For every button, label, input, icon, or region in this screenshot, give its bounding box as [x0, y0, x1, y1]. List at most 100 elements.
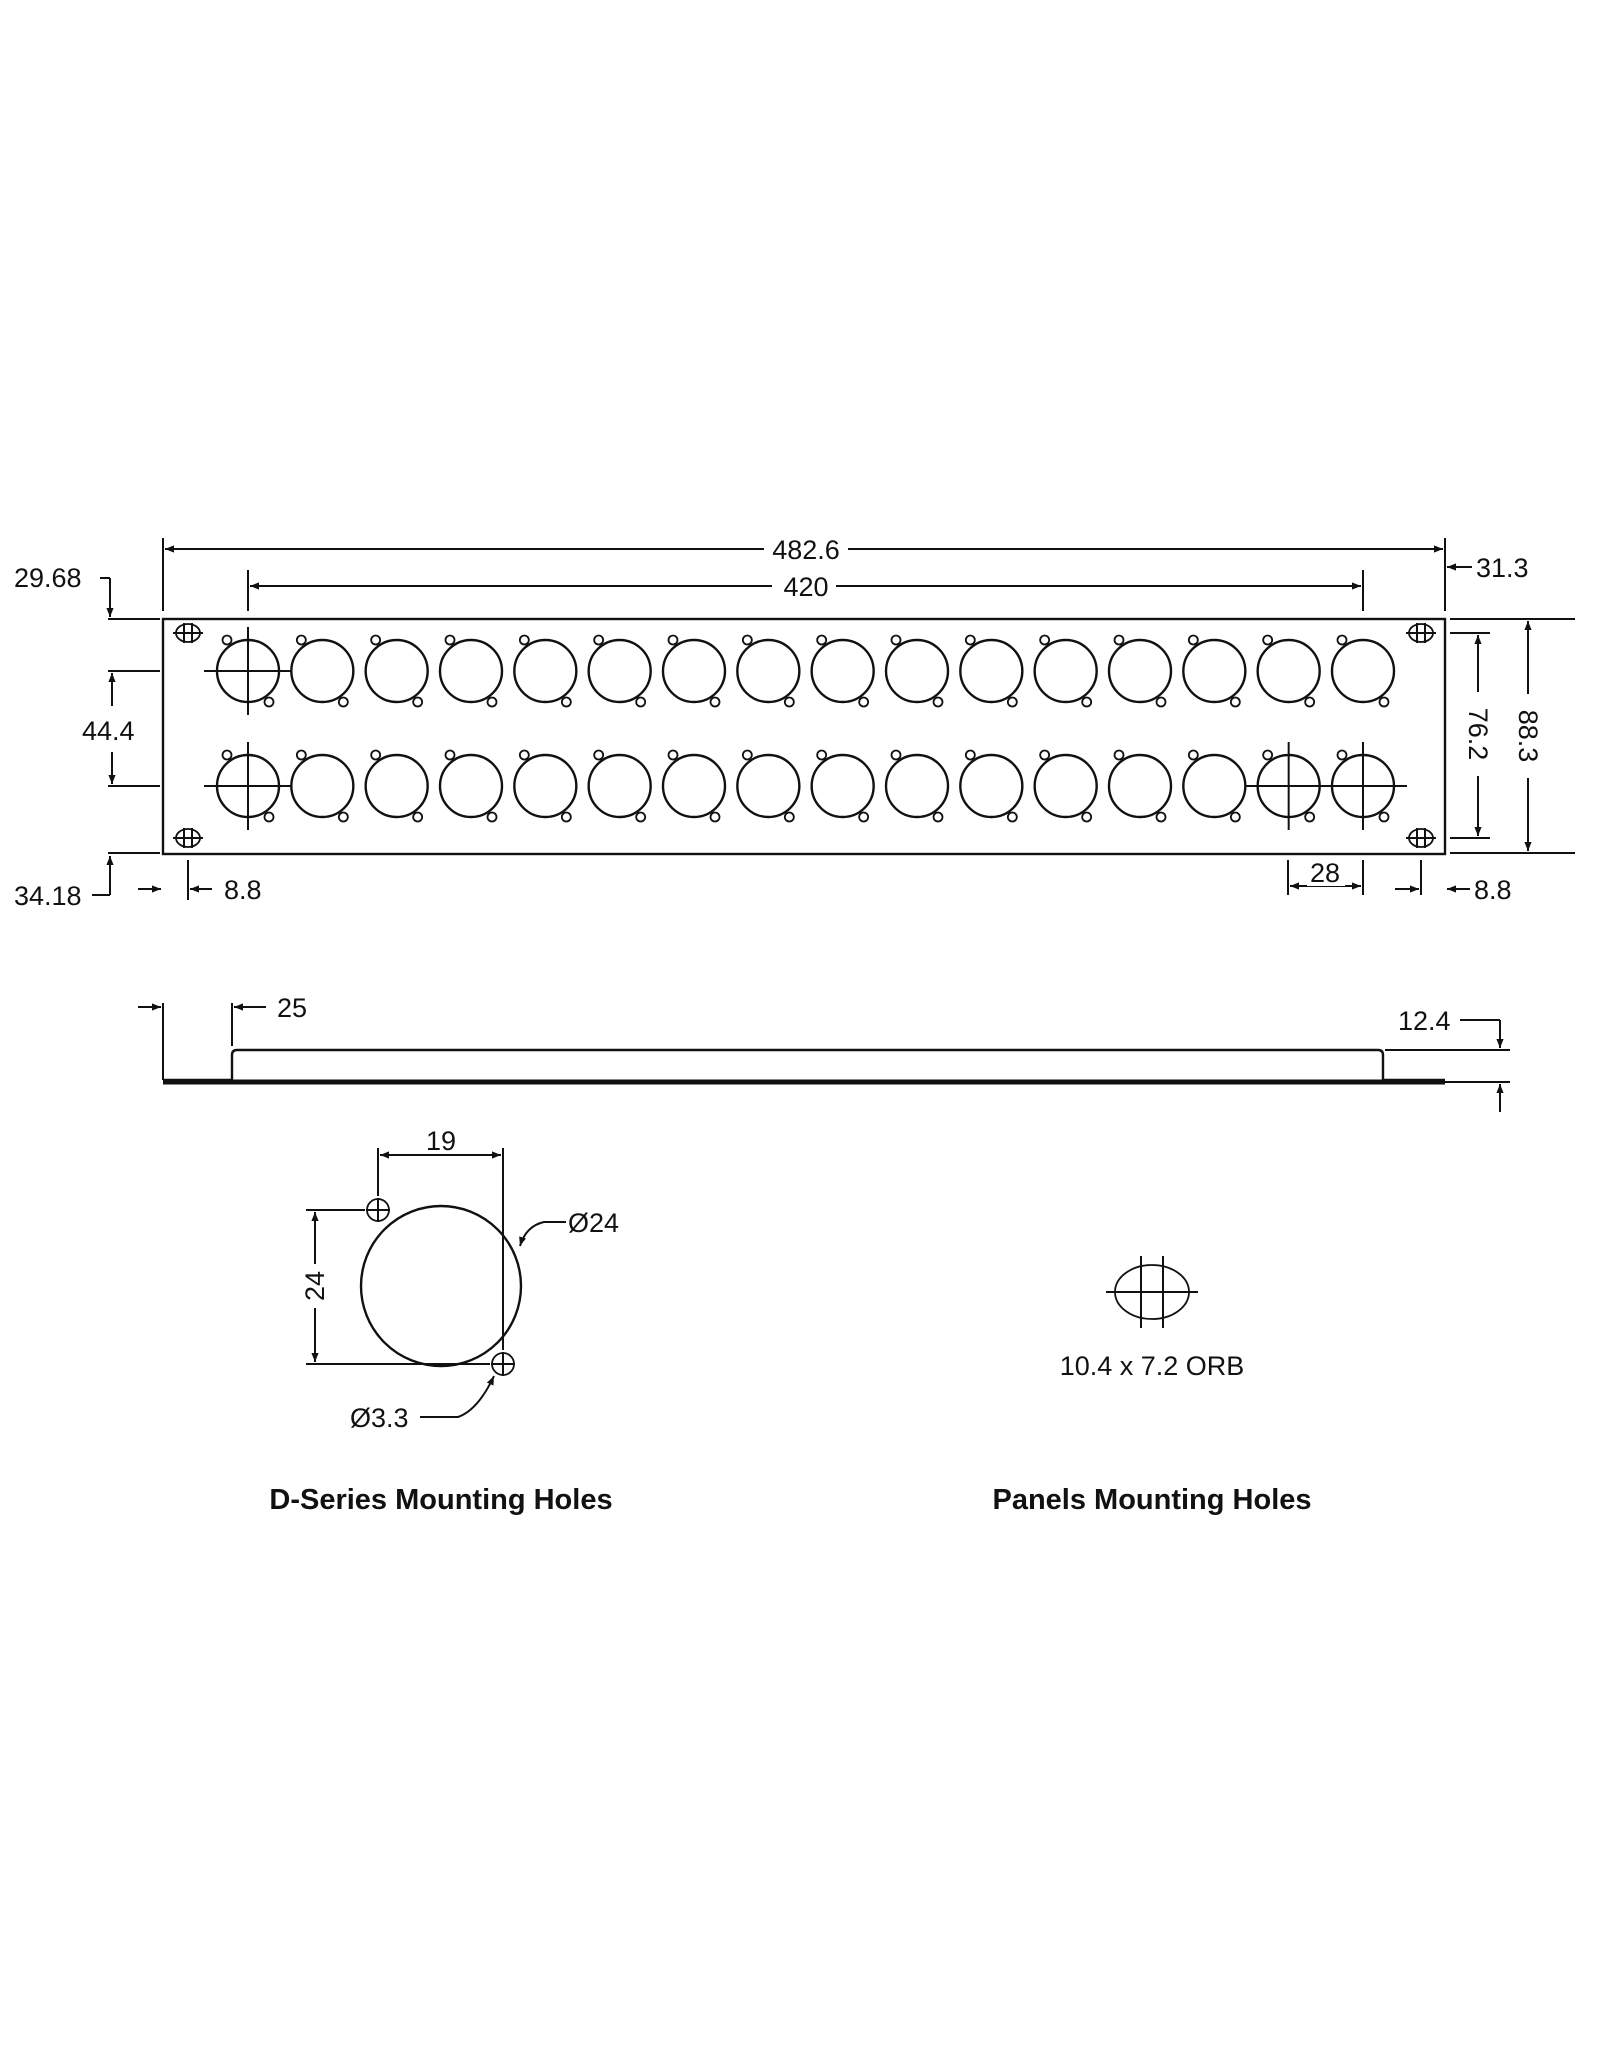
- connector-hole: [1033, 753, 1098, 819]
- screw-hole: [890, 749, 902, 761]
- screw-hole: [667, 634, 679, 646]
- side-profile: [163, 1048, 1445, 1082]
- screw-hole: [1304, 811, 1316, 823]
- slot-top-left: [173, 623, 203, 643]
- connector-hole: [1107, 638, 1173, 704]
- screw-hole: [1039, 634, 1051, 646]
- screw-hole: [1155, 696, 1167, 708]
- screw-hole: [444, 749, 456, 761]
- screw-hole: [1304, 696, 1316, 708]
- screw-hole: [1378, 811, 1390, 823]
- connector-hole: [1256, 638, 1321, 704]
- screw-hole: [1187, 749, 1199, 761]
- connector-hole: [290, 753, 355, 819]
- screw-hole: [263, 811, 275, 823]
- connector-hole: [438, 638, 504, 704]
- screw-hole: [709, 811, 721, 823]
- screw-hole: [635, 811, 647, 823]
- dim-overall-width: 482.6: [772, 535, 840, 565]
- connector-hole: [959, 753, 1024, 819]
- screw-hole: [1229, 811, 1241, 823]
- screw-hole: [370, 749, 382, 761]
- screw-hole: [890, 634, 902, 646]
- screw-hole: [858, 811, 870, 823]
- leader-d-screw: [420, 1375, 495, 1418]
- screw-hole: [295, 749, 307, 761]
- connector-hole: [736, 638, 801, 704]
- connector-hole: [1107, 753, 1173, 819]
- dim-right-edge: 8.8: [1474, 875, 1512, 905]
- screw-hole: [741, 634, 753, 646]
- screw-hole: [816, 749, 828, 761]
- screw-hole: [667, 749, 679, 761]
- connector-holes: [204, 627, 1407, 830]
- screw-hole: [1336, 634, 1348, 646]
- screw-hole: [783, 696, 795, 708]
- slot-bottom-right: [1406, 828, 1436, 848]
- screw-hole: [486, 811, 498, 823]
- connector-hole: [290, 638, 355, 704]
- screw-hole: [783, 811, 795, 823]
- screw-hole: [709, 696, 721, 708]
- screw-hole: [412, 811, 424, 823]
- connector-hole: [661, 638, 727, 704]
- front-view: 482.6 420 31.3 29.68 44.4 34.18 8.8: [14, 531, 1575, 911]
- screw-hole: [295, 634, 307, 646]
- screw-hole: [444, 634, 456, 646]
- screw-hole: [1378, 696, 1390, 708]
- connector-hole: [513, 753, 578, 819]
- dim-hole-span: 420: [783, 572, 828, 602]
- connector-hole: [438, 753, 504, 819]
- screw-hole: [221, 634, 233, 646]
- connector-hole: [364, 753, 429, 819]
- screw-hole: [412, 696, 424, 708]
- screw-hole: [964, 749, 976, 761]
- dim-row-pitch: 44.4: [82, 716, 135, 746]
- panel-mounting-slots: [173, 623, 1436, 848]
- screw-hole: [1081, 696, 1093, 708]
- dim-d-height: 24: [300, 1271, 330, 1301]
- screw-hole: [221, 749, 233, 761]
- screw-hole: [1187, 634, 1199, 646]
- leader-d-main: [519, 1221, 566, 1247]
- connector-hole: [810, 753, 875, 819]
- dim-d-spacing: 19: [426, 1126, 456, 1156]
- screw-hole: [1081, 811, 1093, 823]
- screw-hole: [518, 634, 530, 646]
- screw-hole: [932, 696, 944, 708]
- dim-left-edge: 8.8: [224, 875, 262, 905]
- screw-hole: [1006, 811, 1018, 823]
- screw-hole: [337, 696, 349, 708]
- screw-hole: [964, 634, 976, 646]
- dim-right-offset: 31.3: [1476, 553, 1529, 583]
- screw-hole: [593, 749, 605, 761]
- screw-hole: [1262, 749, 1274, 761]
- connector-hole: [884, 753, 950, 819]
- connector-hole: [661, 753, 727, 819]
- connector-hole: [959, 638, 1024, 704]
- panel-slot-title: Panels Mounting Holes: [992, 1484, 1311, 1516]
- connector-hole: [1182, 638, 1247, 704]
- screw-hole: [337, 811, 349, 823]
- d-series-detail: 19 24 Ø24 Ø3.3 D-Series Mounting Holes: [269, 1126, 619, 1516]
- screw-hole: [263, 696, 275, 708]
- screw-hole: [741, 749, 753, 761]
- screw-hole: [1113, 634, 1125, 646]
- panel-outline: [161, 617, 1447, 856]
- screw-hole: [1006, 696, 1018, 708]
- screw-hole: [560, 811, 572, 823]
- dim-top-offset: 29.68: [14, 563, 82, 593]
- side-view: 25 12.4: [138, 993, 1510, 1112]
- screw-hole: [816, 634, 828, 646]
- screw-hole: [560, 696, 572, 708]
- screw-hole: [370, 634, 382, 646]
- screw-hole: [486, 696, 498, 708]
- dim-overall-height: 88.3: [1513, 710, 1543, 763]
- dim-mount-span: 76.2: [1463, 708, 1493, 761]
- screw-hole: [932, 811, 944, 823]
- screw-hole: [518, 749, 530, 761]
- screw-hole: [593, 634, 605, 646]
- connector-hole: [587, 638, 652, 704]
- connector-hole: [1182, 753, 1247, 819]
